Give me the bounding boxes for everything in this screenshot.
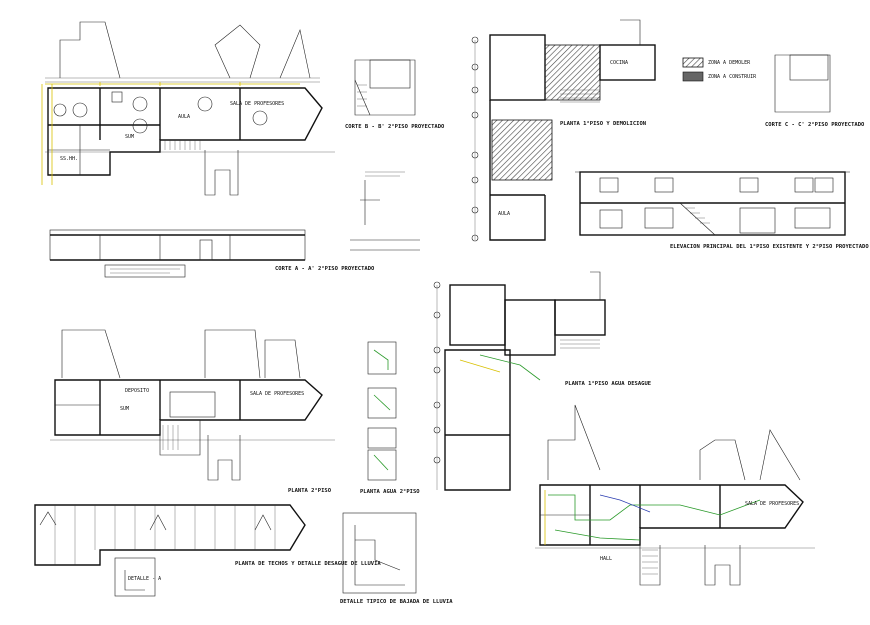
elevation-front: ELEVACION PRINCIPAL DEL 1°PISO EXISTENTE… bbox=[575, 171, 869, 250]
room-label: AULA bbox=[178, 114, 190, 120]
room-label: SALA DE PROFESORES bbox=[745, 501, 799, 507]
roof-plan-title: PLANTA DE TECHOS Y DETALLE DESAGUE DE LL… bbox=[235, 561, 381, 567]
rain-detail-title: DETALLE TIPICO DE BAJADA DE LLUVIA bbox=[340, 599, 453, 605]
plan-second-floor: SALA DE PROFESORES SUM DEPOSITO PLANTA 2… bbox=[50, 329, 335, 494]
legend-build: ZONA A CONSTRUIR bbox=[708, 74, 757, 80]
plan-first-floor-demolition: ZONA A DEMOLER ZONA A CONSTRUIR COCINA A… bbox=[471, 19, 757, 242]
section-a: CORTE A - A' 2°PISO PROYECTADO bbox=[49, 229, 375, 278]
room-label: SUM bbox=[125, 134, 134, 140]
plan-installations: SALA DE PROFESORES HALL bbox=[535, 404, 815, 586]
rain-detail: DETALLE TIPICO DE BAJADA DE LLUVIA bbox=[340, 512, 453, 605]
plan-first-floor-title: PLANTA 1°PISO Y DEMOLICION bbox=[560, 121, 646, 127]
section-b: CORTE B - B' 2°PISO PROYECTADO bbox=[345, 59, 445, 130]
detail-marks bbox=[350, 171, 420, 251]
roof-plan: DETALLE - A PLANTA DE TECHOS Y DETALLE D… bbox=[34, 504, 381, 597]
water-detail-column: PLANTA AGUA 2°PISO bbox=[360, 341, 420, 495]
room-label: DEPOSITO bbox=[125, 388, 149, 394]
plan-top-left: SALA DE PROFESORES SUM SS.HH. AULA bbox=[41, 21, 335, 196]
water-detail-title: PLANTA AGUA 2°PISO bbox=[360, 489, 420, 495]
room-label: SS.HH. bbox=[60, 156, 78, 162]
room-label: SALA DE PROFESORES bbox=[230, 101, 284, 107]
room-label: SUM bbox=[120, 406, 129, 412]
room-label: HALL bbox=[600, 556, 612, 562]
room-label: AULA bbox=[498, 211, 510, 217]
detail-a-title: DETALLE - A bbox=[128, 576, 161, 582]
plan-second-floor-title: PLANTA 2°PISO bbox=[288, 488, 332, 494]
section-c-title: CORTE C - C' 2°PISO PROYECTADO bbox=[765, 122, 865, 128]
plan-first-floor-water: PLANTA 1°PISO AGUA DESAGUE bbox=[433, 271, 651, 491]
legend-demolish: ZONA A DEMOLER bbox=[708, 60, 751, 66]
room-label: SALA DE PROFESORES bbox=[250, 391, 304, 397]
room-label: COCINA bbox=[610, 60, 628, 66]
section-c: CORTE C - C' 2°PISO PROYECTADO bbox=[765, 54, 865, 128]
section-a-title: CORTE A - A' 2°PISO PROYECTADO bbox=[275, 266, 375, 272]
elevation-title: ELEVACION PRINCIPAL DEL 1°PISO EXISTENTE… bbox=[670, 244, 869, 250]
section-b-title: CORTE B - B' 2°PISO PROYECTADO bbox=[345, 124, 445, 130]
water-plan-title: PLANTA 1°PISO AGUA DESAGUE bbox=[565, 381, 651, 387]
